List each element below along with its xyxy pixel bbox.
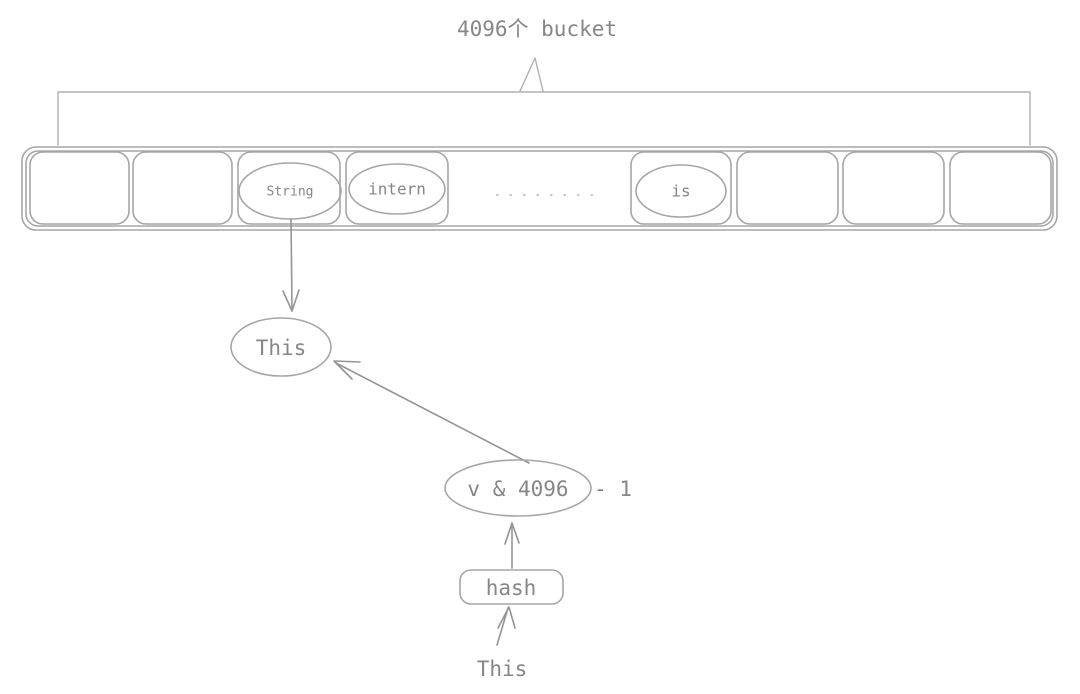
edge-index-to-this — [333, 360, 530, 464]
bucket-array-container — [21, 146, 1058, 231]
bucket-cell-8[interactable] — [949, 151, 1052, 225]
this-entry-node[interactable]: This — [230, 317, 332, 377]
bucket-cell-intern[interactable]: intern — [345, 151, 449, 225]
index-expression-outside-label: - 1 — [594, 477, 632, 501]
bucket-cell-is-label: is — [671, 182, 690, 201]
bucket-cell-6[interactable] — [736, 151, 839, 225]
hash-box-label: hash — [486, 576, 537, 600]
input-string-label: This — [477, 657, 528, 681]
bucket-cell-1[interactable] — [132, 151, 233, 225]
edge-input-to-hash — [496, 606, 516, 646]
index-expression-node[interactable]: v & 4096 - 1 — [444, 459, 632, 517]
bucket-cell-0[interactable] — [29, 151, 130, 225]
edge-string-to-this — [282, 218, 300, 312]
index-expression-inside-label: v & 4096 — [467, 477, 568, 501]
bucket-cell-is[interactable]: is — [630, 151, 732, 225]
edge-hash-to-index — [504, 522, 520, 569]
this-entry-label: This — [256, 336, 307, 360]
bucket-cell-string-label: String — [267, 185, 314, 200]
bucket-span-bracket — [57, 57, 1031, 146]
bucket-cell-7[interactable] — [842, 151, 945, 225]
diagram-title: 4096个 bucket — [457, 17, 617, 41]
bucket-cells: String intern is — [29, 151, 1052, 225]
bucket-cell-intern-label: intern — [368, 180, 426, 199]
hash-box[interactable]: hash — [459, 569, 564, 605]
bucket-cell-string[interactable]: String — [237, 151, 342, 225]
